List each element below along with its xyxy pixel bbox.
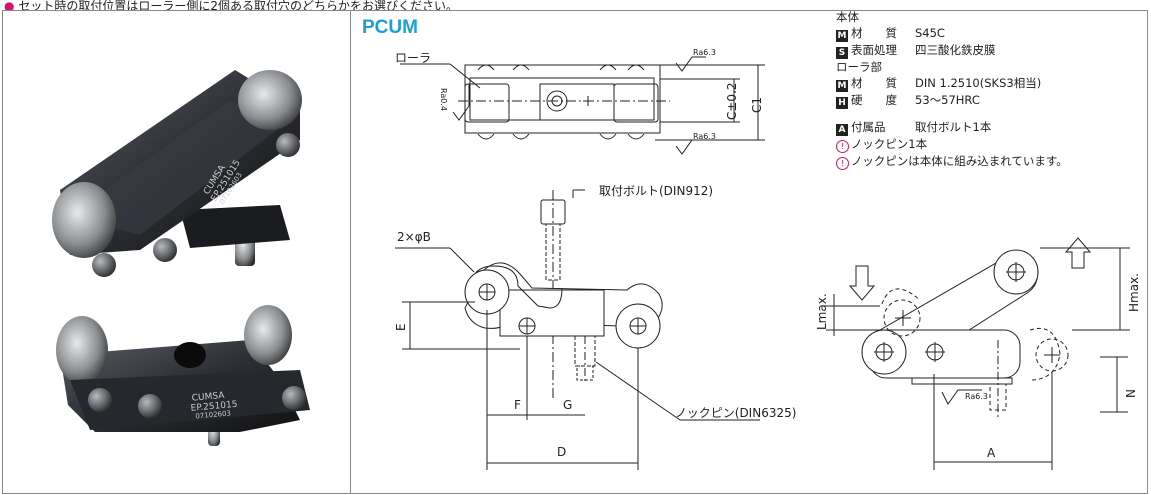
spec-label: 材 質	[851, 76, 897, 90]
spec-value: 取付ボルト1本	[915, 120, 992, 134]
spec-label: 付属品	[851, 120, 886, 134]
spec-value: S45C	[915, 26, 945, 40]
info-icon: ●	[4, 0, 15, 10]
panel-divider	[350, 10, 351, 494]
spec-label: 材 質	[851, 26, 897, 40]
dim-g: G	[563, 398, 573, 412]
spec-value: DIN 1.2510(SKS3相当)	[915, 76, 1042, 90]
photo-lower-part: CUMSA EP.251015 07102603	[56, 305, 310, 446]
dim-f: F	[514, 398, 521, 412]
product-code: PCUM	[362, 17, 418, 38]
dim-e: E	[394, 323, 408, 331]
dim-hmax: Hmax.	[1127, 273, 1141, 312]
dim-n: N	[1124, 389, 1138, 398]
dim-a: A	[987, 446, 996, 460]
note-row-2: !ノックピンは本体に組み込まれています。	[836, 153, 1068, 170]
spec-roller-heading: ローラ部	[836, 60, 882, 74]
top-view	[400, 56, 765, 155]
ra63-bottom: Ra6.3	[693, 132, 717, 141]
badge-h-icon: H	[836, 97, 848, 109]
note-row-1: !ノックピン1本	[836, 136, 1068, 153]
spec-label: 表面処理	[851, 43, 897, 57]
ra04-label: Ra0.4	[439, 88, 448, 112]
badge-s-icon: S	[836, 47, 848, 59]
side-view	[826, 237, 1130, 470]
badge-m-icon: M	[836, 30, 848, 42]
dia-label: 2×φB	[397, 230, 431, 244]
dim-c: C±0.2	[725, 82, 739, 120]
marking-3b: 07102603	[195, 409, 231, 420]
ra63-side: Ra6.3	[965, 392, 989, 401]
spec-value: 四三酸化鉄皮膜	[915, 43, 996, 57]
roller-label: ローラ	[395, 51, 432, 65]
dim-lmax: Lmax.	[815, 293, 829, 330]
product-photo: CUMSA EP.251015 07102603 CUMSA EP.251015…	[52, 70, 310, 446]
marking-2b: EP.251015	[190, 400, 238, 414]
note-text: ノックピン1本	[851, 137, 928, 151]
spec-label: 硬 度	[851, 93, 897, 107]
ra63-top: Ra6.3	[693, 48, 717, 57]
knock-label: ノックピン(DIN6325)	[675, 406, 797, 420]
bolt-label: 取付ボルト(DIN912)	[599, 184, 714, 198]
spec-value: 53〜57HRC	[915, 93, 980, 107]
content-frame	[2, 10, 1148, 494]
note-pin-icon: !	[836, 140, 849, 153]
note-pin-icon: !	[836, 157, 849, 170]
front-view	[395, 189, 760, 470]
dim-d: D	[557, 445, 567, 459]
spec-body-heading: 本体	[836, 10, 859, 24]
dim-c1: C1	[750, 96, 764, 113]
badge-m-icon: M	[836, 80, 848, 92]
marking-1b: CUMSA	[191, 391, 225, 404]
photo-upper-part: CUMSA EP.251015 07102603	[52, 70, 302, 277]
note-text: ノックピンは本体に組み込まれています。	[851, 154, 1068, 168]
badge-a-icon: A	[836, 124, 848, 136]
header-note-text: セット時の取付位置はローラー側に2個ある取付穴のどちらかをお選びください。	[18, 0, 458, 10]
header-note: ● セット時の取付位置はローラー側に2個ある取付穴のどちらかをお選びください。	[0, 0, 1151, 10]
